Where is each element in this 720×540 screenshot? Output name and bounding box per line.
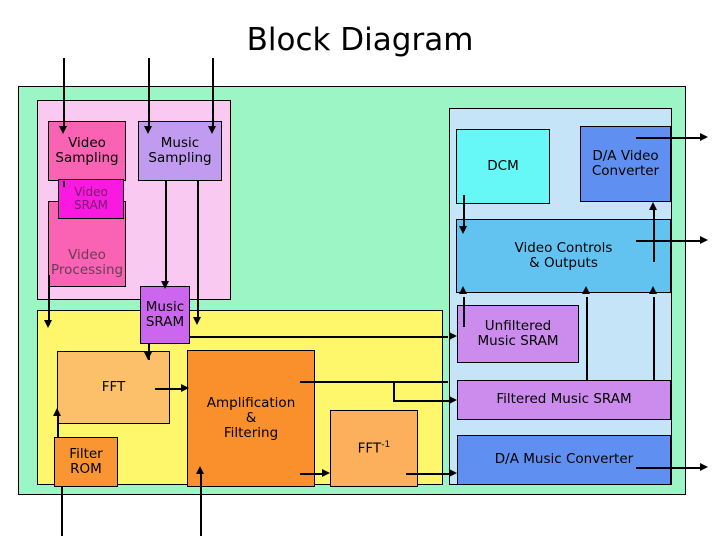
block-fft-inverse[interactable]: FFT-1 [330, 410, 418, 487]
block-video-controls-outputs[interactable]: Video Controls & Outputs [456, 219, 671, 293]
arrow-dcm-to-video-controls [458, 226, 467, 234]
input-line-music-sampling-left [148, 58, 150, 130]
line-fft-inverse-to-da-music [406, 473, 449, 475]
block-da-video-converter-label: D/A Video Converter [591, 147, 660, 179]
line-dcm-to-video-controls [463, 195, 465, 231]
block-fft-inverse-label: FFT-1 [333, 440, 415, 457]
input-line-amplification [200, 470, 202, 536]
output-line-da-video-converter [636, 137, 702, 139]
arrow-music-sampling-right-rail [192, 317, 201, 325]
arrow-music-sram-to-unfiltered-sram [449, 331, 457, 340]
line-filtered-sram-entry [393, 400, 449, 402]
block-amplification-filtering[interactable]: Amplification & Filtering [187, 350, 315, 487]
block-dcm[interactable]: DCM [456, 129, 550, 204]
block-music-sram[interactable]: Music SRAM [140, 286, 190, 344]
arrow-video-controls-to-da-video [648, 202, 657, 210]
block-fft-inverse-label-exponent: -1 [381, 439, 391, 451]
block-fft[interactable]: FFT [57, 351, 170, 424]
arrow-music-sram-to-fft [143, 352, 152, 360]
arrow-fft-inverse-to-da-music [449, 468, 457, 477]
input-arrow-video-sampling [58, 126, 67, 134]
block-filter-rom[interactable]: Filter ROM [54, 437, 118, 487]
block-da-music-converter-label: D/A Music Converter [494, 451, 634, 468]
block-unfiltered-music-sram[interactable]: Unfiltered Music SRAM [457, 305, 579, 363]
arrow-unfiltered-sram-to-video-controls [458, 286, 467, 294]
input-line-filter-rom [61, 470, 63, 536]
input-arrow-music-sampling-left [143, 126, 152, 134]
input-arrow-amplification [195, 466, 204, 474]
input-arrow-music-sampling-right [207, 126, 216, 134]
block-fft-inverse-label-main: FFT [357, 440, 382, 457]
line-music-sram-to-unfiltered-sram [176, 336, 448, 338]
block-video-sampling-label: Video Sampling [55, 134, 119, 166]
block-fft-label: FFT [101, 378, 126, 395]
line-unfiltered-sram-to-video-controls [463, 297, 465, 327]
block-filtered-music-sram-label: Filtered Music SRAM [496, 391, 632, 408]
arrow-filtered-sram-to-video-controls [581, 286, 590, 294]
input-line-music-sampling-right [212, 58, 214, 130]
line-da-music-to-video-controls [653, 297, 655, 380]
block-video-controls-outputs-label: Video Controls & Outputs [514, 239, 613, 271]
block-video-sram-label: Video SRAM [73, 184, 109, 212]
line-amplification-to-filtered-sram-h [300, 381, 448, 383]
block-video-processing-label: Video Processing [51, 246, 124, 278]
block-filter-rom-label: Filter ROM [69, 445, 103, 477]
line-music-sampling-to-music-sram [165, 181, 167, 285]
output-arrow-da-music-converter [700, 462, 708, 471]
input-line-video-sampling [63, 58, 65, 130]
block-music-sampling-label: Music Sampling [148, 134, 212, 166]
block-filtered-music-sram[interactable]: Filtered Music SRAM [457, 380, 671, 420]
page-title: Block Diagram [246, 22, 474, 58]
line-video-sampling-to-video-sram [63, 181, 65, 187]
arrow-amplification-to-fft-inverse [322, 468, 330, 477]
line-amplification-to-filtered-sram-v [393, 381, 395, 400]
block-video-sram[interactable]: Video SRAM [58, 179, 124, 219]
line-filtered-sram-to-video-controls [586, 297, 588, 380]
block-unfiltered-music-sram-label: Unfiltered Music SRAM [477, 317, 559, 349]
output-line-da-music-converter [636, 467, 702, 469]
arrow-music-sampling-to-music-sram [160, 281, 169, 289]
block-amplification-filtering-label: Amplification & Filtering [206, 394, 296, 442]
line-fft-to-amplification [155, 388, 183, 390]
block-da-music-converter[interactable]: D/A Music Converter [457, 435, 671, 485]
arrow-da-music-to-video-controls [648, 286, 657, 294]
block-music-sram-label: Music SRAM [145, 298, 185, 330]
arrow-fft-to-amplification [181, 383, 189, 392]
line-music-sampling-right-rail [197, 181, 199, 321]
line-amplification-to-fft-inverse [300, 473, 322, 475]
arrow-filter-rom-to-fft [52, 408, 61, 416]
output-arrow-video-controls [700, 235, 708, 244]
output-line-video-controls [636, 240, 702, 242]
block-da-video-converter[interactable]: D/A Video Converter [580, 126, 671, 202]
line-video-controls-to-da-video [653, 206, 655, 262]
output-arrow-da-video-converter [700, 132, 708, 141]
block-dcm-label: DCM [487, 157, 519, 174]
arrow-video-processing-output [43, 320, 52, 328]
arrow-amplification-to-filtered-sram [449, 395, 457, 404]
line-video-processing-output [48, 275, 50, 325]
